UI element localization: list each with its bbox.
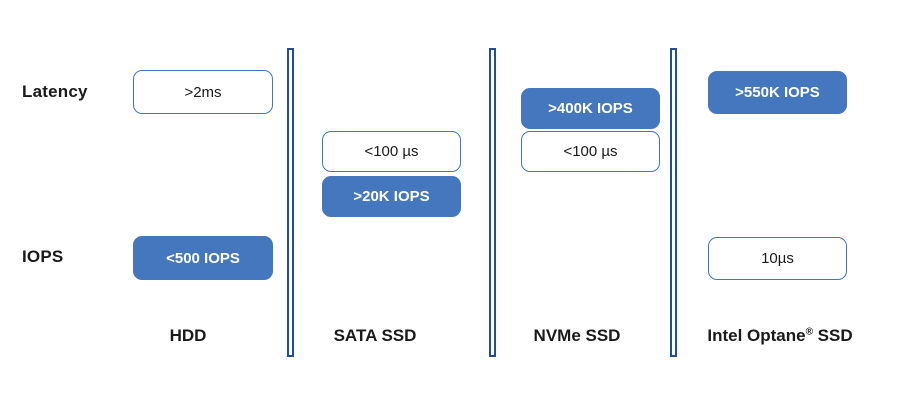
column-divider-3 (670, 48, 677, 357)
metric-pill-sata-latency: <100 µs (322, 131, 461, 172)
column-divider-1 (287, 48, 294, 357)
row-label-iops: IOPS (22, 247, 64, 266)
optane-caption-suffix: SSD (812, 326, 853, 345)
metric-pill-hdd-iops: <500 IOPS (133, 236, 273, 280)
optane-caption-prefix: Intel Optane (707, 326, 806, 345)
metric-pill-optane-latency: 10µs (708, 237, 847, 280)
divider-cap-top (670, 48, 677, 50)
column-caption-nvme-ssd: NVMe SSD (533, 326, 621, 345)
metric-pill-nvme-latency: <100 µs (521, 131, 660, 172)
row-label-latency: Latency (22, 82, 88, 101)
metric-pill-nvme-iops: >400K IOPS (521, 88, 660, 129)
divider-cap-bottom (489, 355, 496, 357)
metric-pill-optane-iops: >550K IOPS (708, 71, 847, 114)
column-caption-hdd: HDD (169, 326, 207, 345)
metric-pill-hdd-latency: >2ms (133, 70, 273, 114)
column-divider-2 (489, 48, 496, 357)
divider-cap-bottom (287, 355, 294, 357)
divider-cap-top (489, 48, 496, 50)
registered-trademark-icon: ® (805, 326, 813, 338)
divider-cap-top (287, 48, 294, 50)
column-caption-sata-ssd: SATA SSD (333, 326, 417, 345)
metric-pill-sata-iops: >20K IOPS (322, 176, 461, 217)
column-caption-optane-ssd: Intel Optane® SSD (707, 326, 852, 346)
divider-cap-bottom (670, 355, 677, 357)
